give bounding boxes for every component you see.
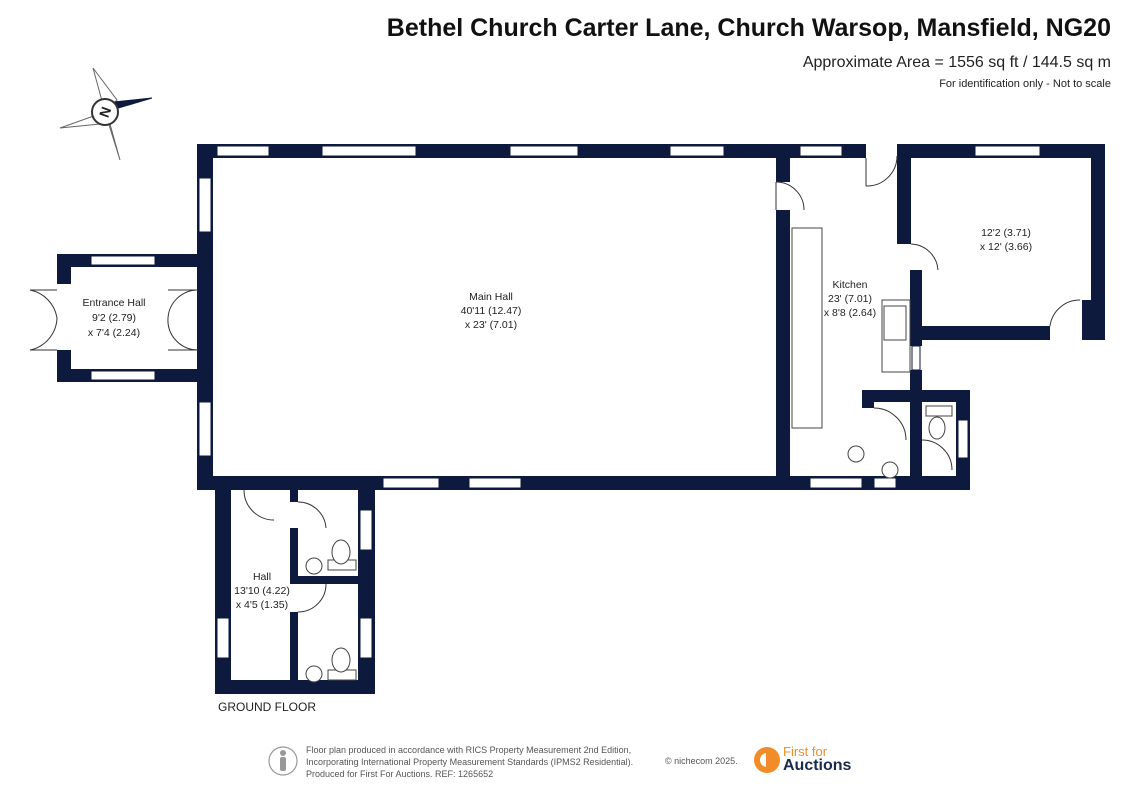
footer-line: Incorporating International Property Mea… xyxy=(306,757,634,767)
footer-disclaimer: Floor plan produced in accordance with R… xyxy=(306,744,633,780)
room-entrance-hall: Entrance Hall 9'2 (2.79) x 7'4 (2.24) xyxy=(82,297,145,339)
room-kitchen: Kitchen 23' (7.01) x 8'8 (2.64) xyxy=(824,279,876,319)
room-name: Hall xyxy=(253,571,271,583)
room-dimension: 40'11 (12.47) xyxy=(461,305,522,317)
windows xyxy=(90,145,1041,659)
walls xyxy=(57,144,1105,694)
room-name: Main Hall xyxy=(469,291,513,303)
kitchen-fittings xyxy=(791,227,911,429)
scale-note: For identification only - Not to scale xyxy=(939,78,1111,90)
room-dimension: x 23' (7.01) xyxy=(465,319,517,331)
room-dimension: x 12' (3.66) xyxy=(980,241,1032,253)
footer: Floor plan produced in accordance with R… xyxy=(268,742,868,782)
brand-mark-icon xyxy=(754,747,780,773)
basin-icon xyxy=(305,557,323,575)
room-dimension: 23' (7.01) xyxy=(828,293,872,305)
brand-text-bottom: Auctions xyxy=(783,757,852,774)
room-main-hall: Main Hall 40'11 (12.47) x 23' (7.01) xyxy=(461,291,522,331)
room-dimension: 9'2 (2.79) xyxy=(92,312,136,324)
room-dimension: 12'2 (3.71) xyxy=(981,227,1031,239)
toilet-icon xyxy=(928,416,946,440)
footer-line: Floor plan produced in accordance with R… xyxy=(306,745,632,755)
room-name: Entrance Hall xyxy=(82,297,145,309)
copyright: © nichecom 2025. xyxy=(665,756,738,766)
room-hall: Hall 13'10 (4.22) x 4'5 (1.35) xyxy=(234,571,290,611)
page-title: Bethel Church Carter Lane, Church Warsop… xyxy=(386,14,1111,42)
room-dimension: x 7'4 (2.24) xyxy=(88,327,140,339)
basin-icon xyxy=(847,445,865,463)
approximate-area: Approximate Area = 1556 sq ft / 144.5 sq… xyxy=(802,54,1111,71)
kitchen-counter xyxy=(791,227,823,429)
basin-icon xyxy=(881,461,899,479)
toilet-cistern-icon xyxy=(925,405,953,417)
compass-icon: N xyxy=(59,67,153,161)
ipms-person-icon xyxy=(268,746,298,776)
kitchen-sink-icon xyxy=(883,305,907,341)
footer-line: Produced for First For Auctions. REF: 12… xyxy=(306,769,494,779)
sanitary-fittings xyxy=(305,405,953,683)
room-north-east: 12'2 (3.71) x 12' (3.66) xyxy=(980,227,1032,253)
toilet-icon xyxy=(331,647,351,673)
room-dimension: x 4'5 (1.35) xyxy=(236,599,288,611)
door-leaves xyxy=(30,158,867,351)
brand-logo: First for Auctions xyxy=(753,742,863,778)
room-dimension: 13'10 (4.22) xyxy=(234,585,290,597)
brand-text-top: First for xyxy=(783,744,828,759)
door-swings xyxy=(29,155,1081,613)
toilet-icon xyxy=(331,539,351,565)
room-dimension: x 8'8 (2.64) xyxy=(824,307,876,319)
floor-label: GROUND FLOOR xyxy=(218,700,317,714)
basin-icon xyxy=(305,665,323,683)
room-name: Kitchen xyxy=(832,279,867,291)
